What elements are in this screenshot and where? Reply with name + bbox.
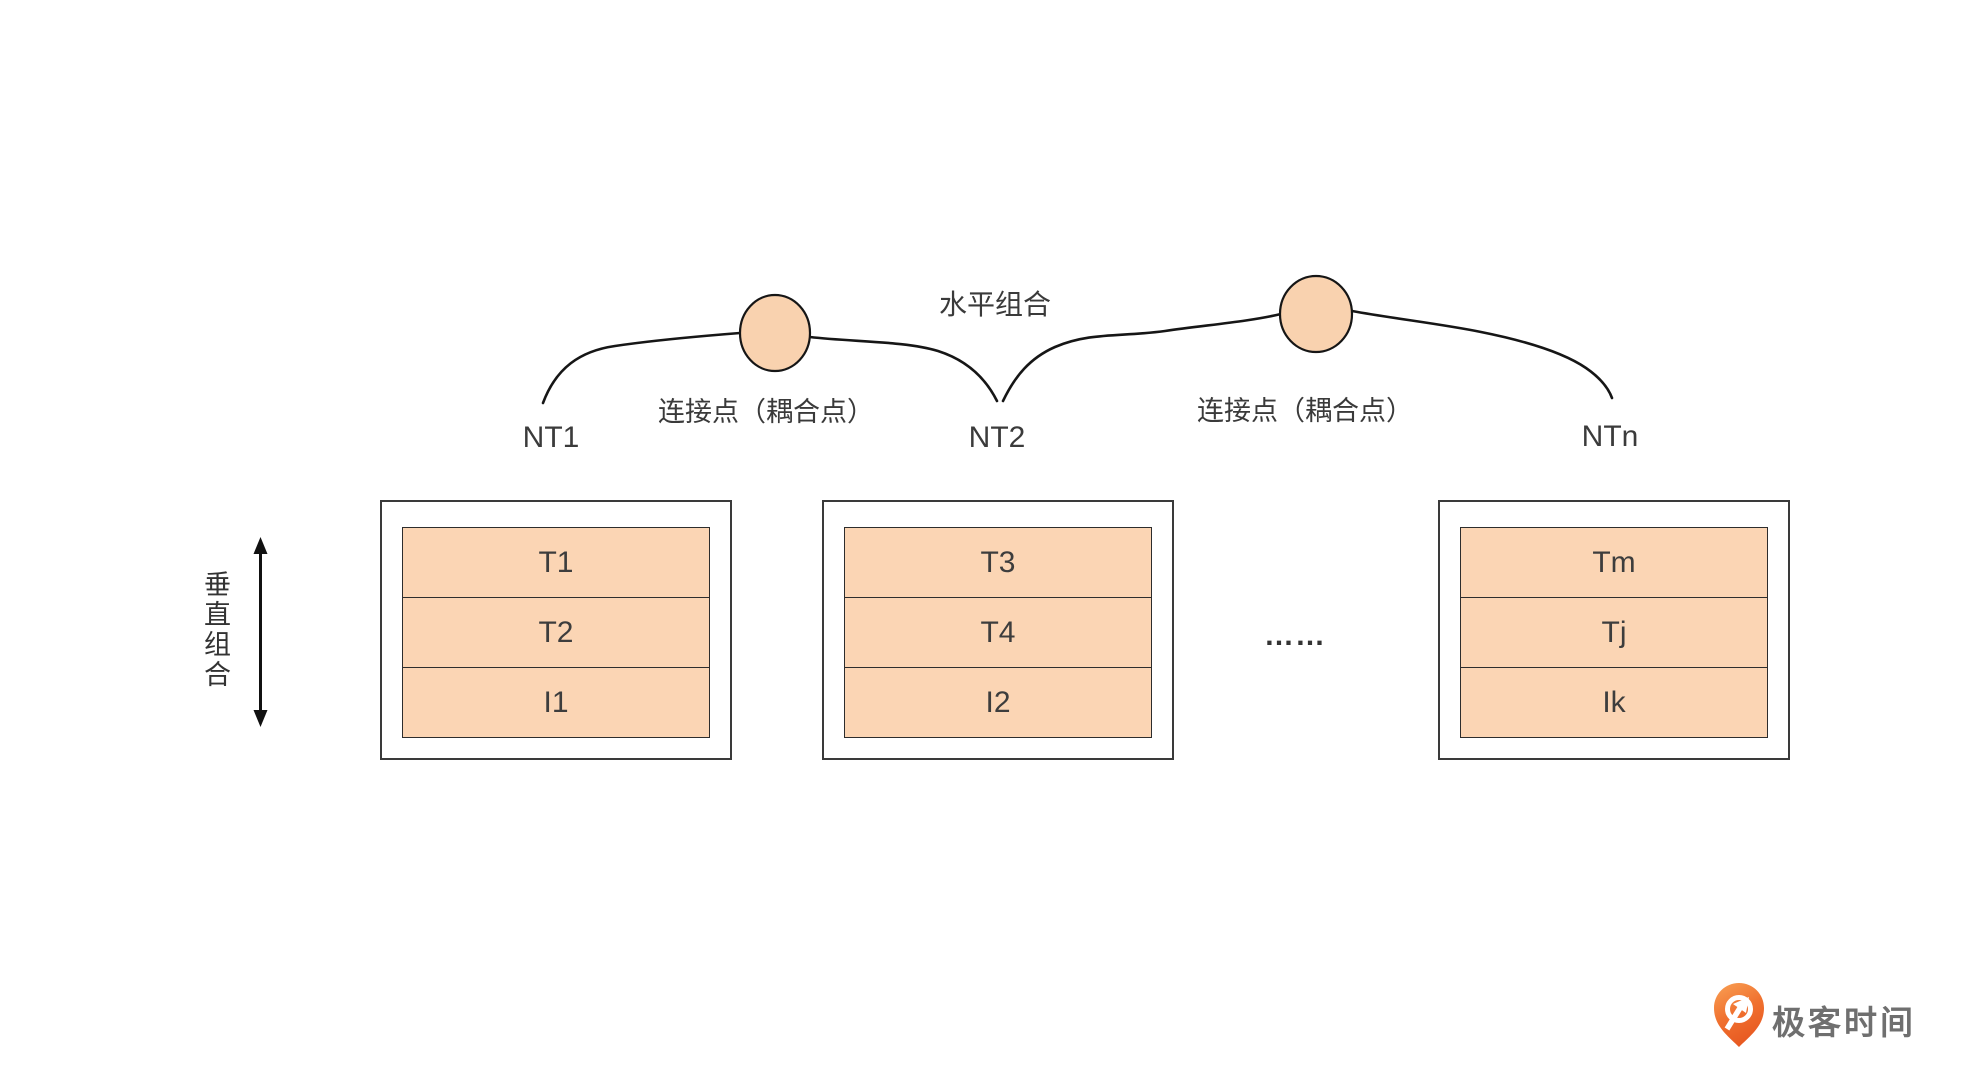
node-box-ntn: Tm Tj Ik xyxy=(1438,500,1790,760)
component-row: Ik xyxy=(1461,668,1767,737)
node-box-nt1: T1 T2 I1 xyxy=(380,500,732,760)
geektime-logo-text: 极客时间 xyxy=(1772,1004,1916,1041)
component-row: I1 xyxy=(403,668,709,737)
node-box-nt2: T3 T4 I2 xyxy=(822,500,1174,760)
component-stack: T3 T4 I2 xyxy=(844,527,1152,738)
vertical-composition-label: 垂直组合 xyxy=(200,570,230,690)
brace-curve-circle-to-nt2 xyxy=(808,335,999,403)
component-stack: T1 T2 I1 xyxy=(402,527,710,738)
component-stack: Tm Tj Ik xyxy=(1460,527,1768,738)
coupling-point-label-left: 连接点（耦合点） xyxy=(658,397,874,427)
component-row: T3 xyxy=(845,528,1151,598)
brace-curve-nt1-to-circle xyxy=(541,331,742,405)
component-row: T2 xyxy=(403,598,709,668)
component-row: Tm xyxy=(1461,528,1767,598)
component-row: Tj xyxy=(1461,598,1767,668)
geektime-logo: 极客时间 xyxy=(1714,982,1944,1050)
coupling-point-circle-right xyxy=(1278,274,1354,354)
node-label-ntn: NTn xyxy=(1581,420,1639,453)
brace-curve-nt2-to-circle xyxy=(1001,312,1283,403)
coupling-point-label-right: 连接点（耦合点） xyxy=(1197,396,1413,426)
continuation-ellipsis: …… xyxy=(1264,619,1326,652)
coupling-point-circle-left xyxy=(738,293,812,373)
brace-curve-circle-to-ntn xyxy=(1350,309,1614,400)
node-label-nt2: NT2 xyxy=(968,421,1026,454)
horizontal-composition-label: 水平组合 xyxy=(938,289,1052,320)
vertical-double-arrow xyxy=(253,537,268,727)
node-label-nt1: NT1 xyxy=(522,421,580,454)
component-row: T4 xyxy=(845,598,1151,668)
component-row: I2 xyxy=(845,668,1151,737)
component-row: T1 xyxy=(403,528,709,598)
geektime-logo-icon xyxy=(1714,983,1764,1047)
